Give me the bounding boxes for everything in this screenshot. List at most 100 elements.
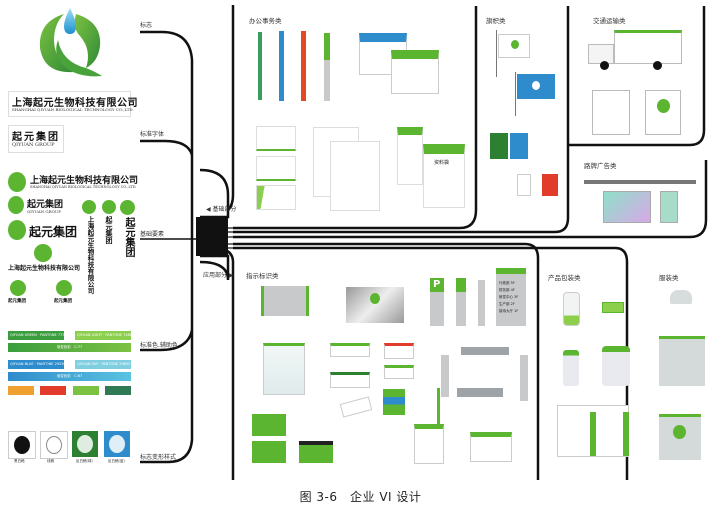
plaque-logo-icon xyxy=(370,293,380,304)
color-gradient-green: 渐变色彩 C:77 xyxy=(8,343,131,352)
company-name-en: SHANGHAI QIYUAN BIOLOGICAL TECHNOLOGY CO… xyxy=(12,107,134,112)
flag-white xyxy=(498,34,530,58)
business-card-2 xyxy=(256,156,296,181)
combo-vertical-full: 上海起元生物科技有限公司 xyxy=(82,200,96,340)
desk-name-plate xyxy=(330,372,370,388)
color-bar-light-blue: QIYUAN SKY · PANTONE 2985C xyxy=(75,360,131,369)
swatch-teal-green xyxy=(105,386,131,395)
vertical-group-large-cn: 起元集团 xyxy=(123,217,134,257)
office-room-plate xyxy=(384,343,414,359)
business-card-3 xyxy=(256,185,296,210)
combo-vertical-group: 起元集团 xyxy=(102,200,116,280)
packaging-panel-line xyxy=(233,246,629,480)
letterhead-2 xyxy=(330,141,380,211)
junction-block xyxy=(196,217,228,256)
label-logo: 标志 xyxy=(140,22,153,29)
door-plate xyxy=(330,343,370,357)
directory-entry: 生产部 2F xyxy=(499,302,515,306)
directory-entry: 接待大厅 1F xyxy=(499,309,519,313)
vip-card-back xyxy=(299,441,333,463)
mini-logo-icon xyxy=(8,172,26,192)
truck-box xyxy=(614,30,682,64)
stacked-group-cn: 起元集团 xyxy=(54,299,72,304)
directory-entry: 研发中心 3F xyxy=(499,295,519,299)
section-signage: 指示标识类 xyxy=(246,272,279,280)
section-apparel: 服装类 xyxy=(659,274,679,282)
soap-bar xyxy=(602,302,624,313)
flag-blue xyxy=(517,74,555,99)
logo-reverse-icon xyxy=(77,435,93,453)
polo-shirt-back xyxy=(659,414,701,460)
branch-type-line xyxy=(140,139,194,156)
section-bus-stop: 路牌广告类 xyxy=(584,162,617,170)
flagpole xyxy=(496,30,497,77)
leaf-water-drop-logo-icon xyxy=(39,8,102,77)
swatch-orange xyxy=(8,386,34,395)
label-logo-variants: 标志变形样式 xyxy=(140,454,177,461)
logo-black-icon xyxy=(14,436,30,454)
variant-label: 反白稿(绿) xyxy=(76,459,93,463)
mini-logo-icon xyxy=(8,220,26,240)
flag-logo-icon xyxy=(532,81,540,90)
metal-company-plaque xyxy=(346,287,404,323)
pen-blue xyxy=(279,31,284,101)
truck-wheel xyxy=(600,61,609,70)
branch-logo-line xyxy=(140,30,194,148)
detergent-jug xyxy=(602,346,630,386)
mini-logo-icon xyxy=(56,280,72,296)
swatch-mid-green xyxy=(73,386,99,395)
mini-logo-icon xyxy=(34,244,52,262)
mini-logo-icon xyxy=(10,280,26,296)
desk-flag-company xyxy=(517,174,531,196)
mini-logo-icon xyxy=(8,196,24,214)
section-flags: 旗帜类 xyxy=(486,17,506,25)
bus-stop-roof xyxy=(584,180,696,184)
group-name-en: QIYUAN GROUP xyxy=(12,142,55,148)
box-dieline xyxy=(557,405,629,457)
flagpole xyxy=(515,72,516,116)
vehicles-panel-line xyxy=(568,6,706,147)
combo-group-large-cn: 起元集团 xyxy=(29,225,78,239)
flags-panel-line xyxy=(233,6,570,234)
label-application-part: 应用部分 ▶ xyxy=(203,272,234,279)
parking-sign: P xyxy=(430,278,444,326)
truck-front xyxy=(592,90,630,135)
envelope-green xyxy=(391,50,439,94)
hanging-sign xyxy=(441,355,449,397)
polo-shirt-front xyxy=(659,336,705,386)
slanted-sign xyxy=(478,280,485,326)
variant-label: 黑白稿 xyxy=(14,459,25,463)
pencil xyxy=(258,32,262,100)
section-packaging: 产品包装类 xyxy=(548,274,581,282)
cap xyxy=(670,290,692,304)
membership-card xyxy=(252,414,286,436)
room-sign xyxy=(384,365,414,379)
swatch-red xyxy=(40,386,66,395)
combo-stacked-full: 上海起元生物科技有限公司 xyxy=(8,244,80,274)
label-standard-type: 标准字体 xyxy=(140,131,165,138)
file-bag-2: 资料袋 xyxy=(423,144,465,208)
vip-card-front xyxy=(252,441,286,463)
logo-outline-icon xyxy=(46,436,62,454)
mini-logo-icon xyxy=(82,200,96,214)
stacked-group-cn: 起元集团 xyxy=(8,299,26,304)
bus-stop-ad-poster xyxy=(603,191,651,223)
directory-entry: 财务部 4F xyxy=(499,288,515,292)
stacked-name-cn: 上海起元生物科技有限公司 xyxy=(8,265,81,272)
combo-stacked-group-1: 起元集团 xyxy=(8,280,32,306)
pillar-sign xyxy=(456,278,466,326)
company-name-cn: 上海起元生物科技有限公司 xyxy=(12,98,138,109)
desk-flag-china xyxy=(542,174,558,196)
logo-reverse-icon xyxy=(109,435,125,453)
label-basic-part: ◀ 基础部分 xyxy=(206,206,237,213)
logo-variant-outline xyxy=(40,431,68,459)
bus-stop-logo-panel xyxy=(660,191,678,223)
combo-name-cn: 上海起元生物科技有限公司 xyxy=(30,176,139,186)
glass-door xyxy=(263,343,305,395)
restroom-icons-sign xyxy=(383,389,405,415)
wordmark-horizontal-box: 上海起元生物科技有限公司 SHANGHAI QIYUAN BIOLOGICAL … xyxy=(8,91,138,117)
combo-name-en: SHANGHAI QIYUAN BIOLOGICAL TECHNOLOGY CO… xyxy=(30,185,137,189)
mini-logo-icon xyxy=(120,200,135,215)
variant-label: 反白稿(蓝) xyxy=(108,459,125,463)
reception-wall-sign xyxy=(261,286,309,316)
